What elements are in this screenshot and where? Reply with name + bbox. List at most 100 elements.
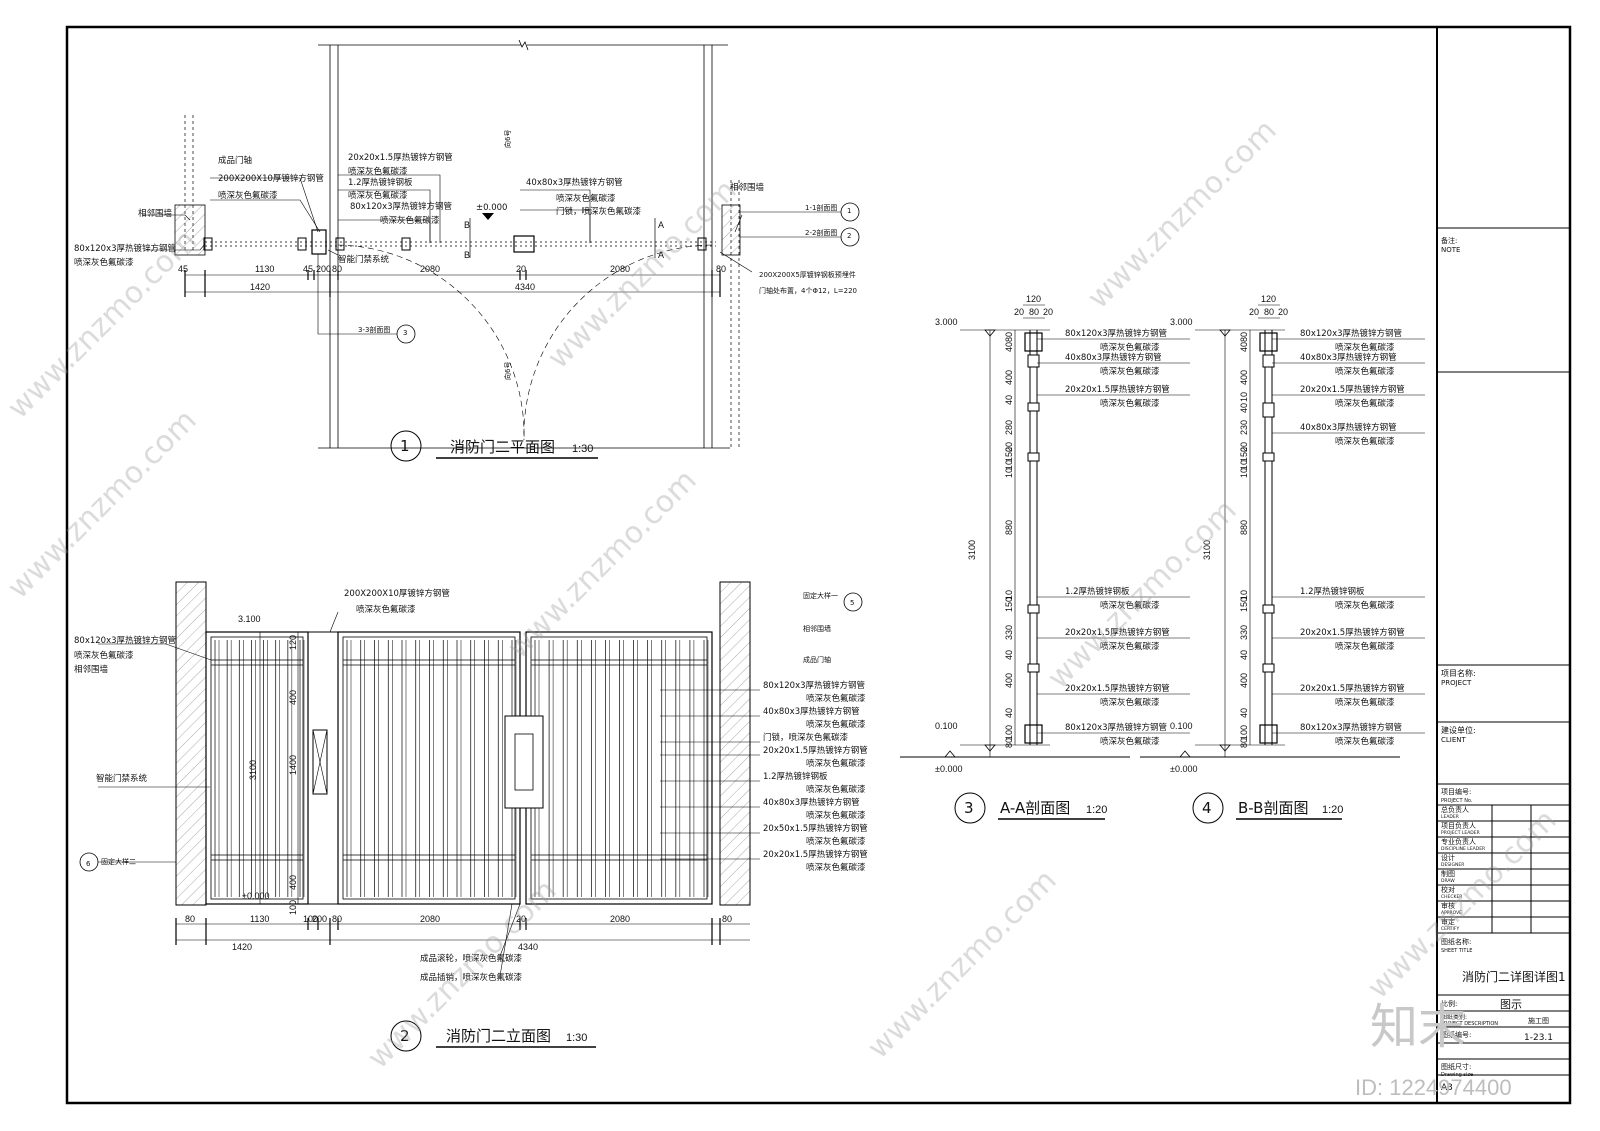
bb-side-dim-14: 40	[1239, 650, 1249, 660]
plan-section-22: 2-2剖面图	[805, 228, 837, 237]
plan-label-tube40: 40x80x3厚热镀锌方钢管	[526, 177, 623, 188]
plan-title: 消防门二平面图	[450, 438, 555, 456]
aa-label-2: 20x20x1.5厚热镀锌方钢管	[1065, 384, 1170, 395]
plan-label-small-tube: 20x20x1.5厚热镀锌方钢管	[348, 152, 453, 163]
plan-label-gate-pivot: 成品门轴	[218, 155, 252, 166]
aa-side-dim-7: 150	[1004, 447, 1014, 462]
bb-label-0: 80x120x3厚热镀锌方钢管	[1300, 328, 1402, 339]
bb-side-dim-15: 400	[1239, 673, 1249, 688]
elev-dim-bottom-4: 80	[332, 914, 342, 924]
plan-label-plate-paint: 喷深灰色氟碳漆	[348, 190, 408, 201]
tb-project-en: PROJECT	[1441, 679, 1472, 687]
aa-label-4: 20x20x1.5厚热镀锌方钢管	[1065, 627, 1170, 638]
tb-row-cn-6: 审核	[1441, 901, 1455, 910]
aa-top-dim-1: 20	[1014, 307, 1024, 317]
tb-desc-en: PROJECT DESCRIPTION	[1441, 1021, 1498, 1027]
bb-level-mid: 0.100	[1170, 721, 1193, 731]
tb-size-cn: 图纸尺寸:	[1441, 1062, 1471, 1071]
elev-right-label-r2: 40x80x3厚热镀锌方钢管	[763, 706, 860, 717]
elev-label-detail5: 固定大样一	[803, 591, 838, 600]
aa-label-paint-2: 喷深灰色氟碳漆	[1100, 398, 1160, 409]
bb-label-4: 1.2厚热镀锌钢板	[1300, 586, 1365, 597]
elev-level-top: 3.100	[238, 614, 261, 624]
plan-annotations: 成品门轴 200X200X10厚镀锌方钢管 喷深灰色氟碳漆 相邻围墙 80x12…	[74, 130, 857, 456]
plan-cut-b-bottom: B	[464, 250, 470, 260]
tb-row-en-0: LEADER	[1441, 814, 1459, 820]
elev-label-adj-wall: 相邻围墙	[74, 664, 109, 675]
bb-label-paint-4: 喷深灰色氟碳漆	[1335, 600, 1395, 611]
sheet-border	[65, 25, 1572, 1105]
tb-row-en-7: CERTIFY	[1441, 926, 1459, 932]
aa-level-mid: 0.100	[935, 721, 958, 731]
bb-scale: 1:20	[1322, 804, 1343, 816]
elev-label-access: 智能门禁系统	[96, 773, 148, 784]
aa-side-dim-14: 400	[1004, 673, 1014, 688]
bb-label-paint-6: 喷深灰色氟碳漆	[1335, 697, 1395, 708]
plan-label-adj-wall-left: 相邻围墙	[138, 208, 173, 219]
plan-label-embed: 200X200X5厚镀锌钢板预埋件	[759, 270, 856, 279]
bb-title: B-B剖面图	[1238, 799, 1308, 817]
elev-right-label-r8p: 喷深灰色氟碳漆	[806, 862, 866, 873]
tb-row-cn-2: 专业负责人	[1441, 837, 1476, 846]
plan-label-post-paint: 喷深灰色氟碳漆	[218, 190, 278, 201]
plan-label-plate: 1.2厚热镀锌钢板	[348, 177, 413, 188]
elev-dim-bottom-3: 200	[312, 914, 327, 924]
elev-label-rail-paint: 喷深灰色氟碳漆	[74, 650, 134, 661]
tb-sheet-title-cn: 图纸名称:	[1441, 937, 1471, 946]
tb-project-no-en: PROJECT No.	[1441, 798, 1473, 804]
plan-number: 1	[400, 437, 410, 455]
aa-side-dim-0: 80	[1004, 332, 1014, 342]
aa-side-dim-11: 150	[1004, 597, 1014, 612]
watermark-id: ID: 1224974400	[1355, 1075, 1512, 1100]
aa-label-6: 80x120x3厚热镀锌方钢管	[1065, 722, 1167, 733]
aa-side-dim-10: 10	[1004, 590, 1014, 600]
aa-level-top: 3.000	[935, 317, 958, 327]
aa-level-bot: ±0.000	[935, 764, 962, 774]
plan-label-rail2-paint: 喷深灰色氟碳漆	[380, 215, 440, 226]
section-bb-annotations: 3.000 0.100 ±0.000 3100 120 20 80 20 804…	[1170, 294, 1405, 817]
plan-dim-top-8: 80	[716, 264, 726, 274]
title-block-text: 备注: NOTE 项目名称: PROJECT 建设单位: CLIENT 项目编号…	[1441, 236, 1566, 1093]
tb-row-en-4: DRAW	[1441, 878, 1455, 884]
aa-label-paint-4: 喷深灰色氟碳漆	[1100, 641, 1160, 652]
tb-desc-cn: 图纸类别:	[1441, 1013, 1467, 1021]
plan-dim-top-1: 1130	[255, 264, 274, 274]
elev-label-detail6: 固定大样二	[101, 857, 136, 866]
plan-section-11: 1-1剖面图	[805, 203, 837, 212]
bb-side-dim-8: 150	[1239, 447, 1249, 462]
elev-dim-bottom-0: 80	[185, 914, 195, 924]
plan-label-lock: 门锁，喷深灰色氟碳漆	[556, 206, 642, 217]
plan-sym-3: 3	[403, 329, 407, 337]
bb-side-dim-4: 40	[1239, 403, 1249, 413]
elevation-annotations: 200X200X10厚镀锌方钢管 喷深灰色氟碳漆 3.100 80x120x3厚…	[74, 588, 868, 1045]
plan-level: ±0.000	[476, 203, 507, 213]
elev-label-adj-wall-right: 相邻围墙	[803, 624, 831, 633]
plan-view	[143, 39, 860, 462]
bb-side-dim-6: 20	[1239, 442, 1249, 452]
plan-scale: 1:30	[572, 443, 593, 455]
plan-label-rail2: 80x120x3厚热镀锌方钢管	[350, 201, 452, 212]
bb-label-7: 80x120x3厚热镀锌方钢管	[1300, 722, 1402, 733]
bb-label-paint-0: 喷深灰色氟碳漆	[1335, 342, 1395, 353]
watermark-brand: 知末	[1370, 999, 1466, 1055]
aa-side-dim-2: 400	[1004, 370, 1014, 385]
bb-side-dim-7: 10	[1239, 460, 1249, 470]
plan-sym-2: 2	[847, 232, 851, 240]
bb-level-bot: ±0.000	[1170, 764, 1197, 774]
aa-side-dim-5: 20	[1004, 442, 1014, 452]
tb-scale-cn: 比例:	[1441, 999, 1457, 1008]
elev-right-label-r5p: 喷深灰色氟碳漆	[806, 784, 866, 795]
plan-section-33: 3-3剖面图	[358, 325, 390, 334]
aa-scale: 1:20	[1086, 804, 1107, 816]
elev-dim-bottom-1: 1130	[250, 914, 269, 924]
plan-dim-top-7: 2080	[610, 264, 630, 274]
tb-note-cn: 备注:	[1441, 236, 1457, 245]
bb-label-2: 20x20x1.5厚热镀锌方钢管	[1300, 384, 1405, 395]
tb-row-en-3: DESIGNER	[1441, 862, 1464, 868]
plan-direction-bottom: 向6号	[503, 362, 512, 380]
aa-side-dim-4: 280	[1004, 420, 1014, 435]
bb-top-dim-0: 120	[1261, 294, 1276, 304]
elev-dim-left-0: 120	[288, 635, 298, 650]
plan-label-tube40-paint: 喷深灰色氟碳漆	[556, 193, 616, 204]
elev-dim-bottom-2: 100	[303, 914, 318, 924]
